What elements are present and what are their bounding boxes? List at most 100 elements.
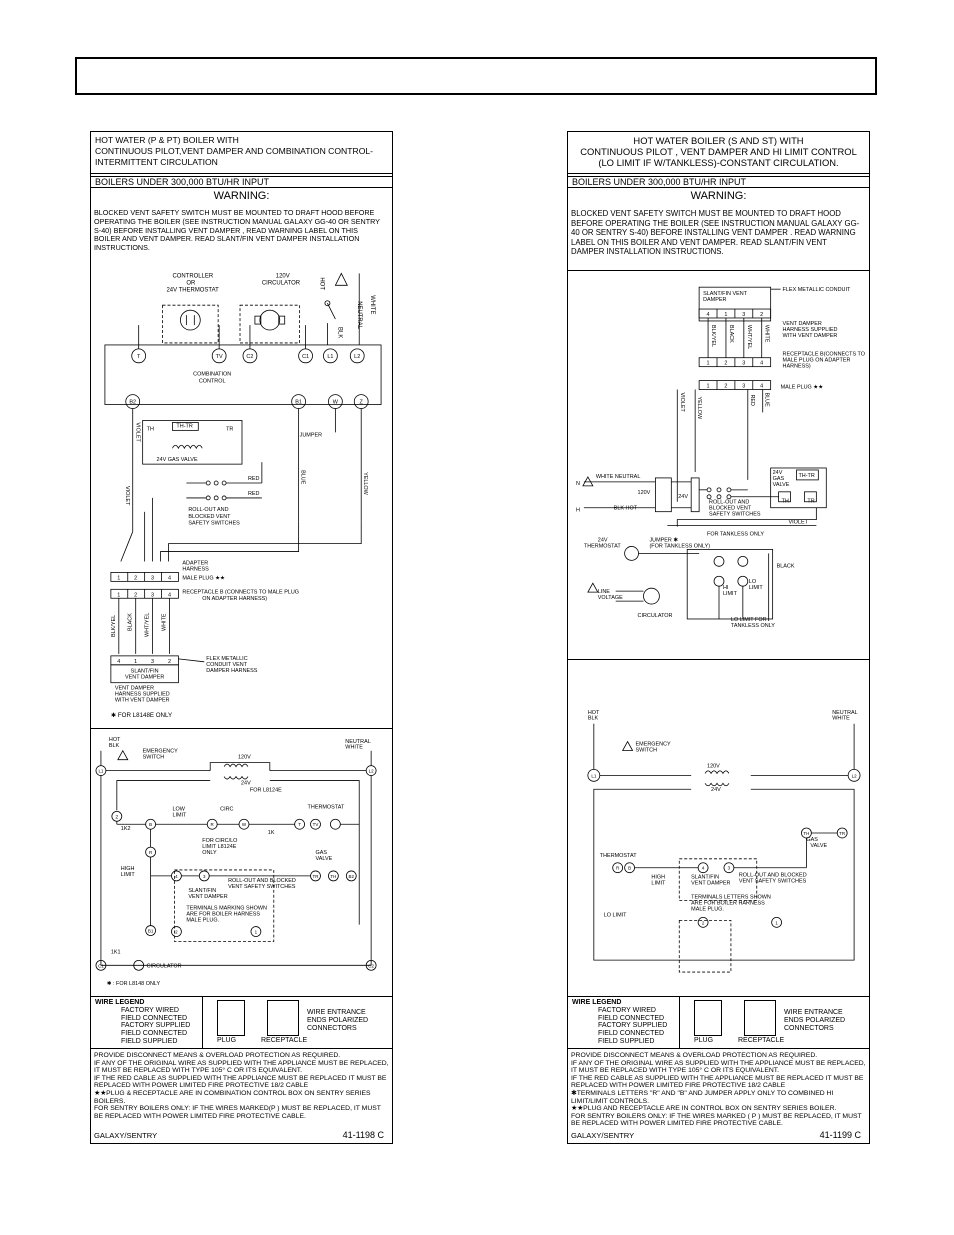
term-l1: L1 xyxy=(327,354,333,360)
gv-thtr: TH-TR xyxy=(176,423,192,429)
wire-entrance-2: ENDS POLARIZED xyxy=(307,1017,369,1024)
svg-text:RECEPTACLE B(CONNECTS TO: RECEPTACLE B(CONNECTS TO xyxy=(783,352,865,358)
svg-text:R: R xyxy=(149,850,153,855)
right-connector-legend: PLUG RECEPTACLE WIRE ENTRANCE ENDS POLAR… xyxy=(684,997,869,1048)
wire-entrance-3: CONNECTORS xyxy=(307,1025,357,1032)
svg-text:3: 3 xyxy=(742,384,745,390)
right-transformer xyxy=(655,477,672,513)
svg-text:EMERGENCY: EMERGENCY xyxy=(636,742,672,748)
svg-text:RED: RED xyxy=(749,394,755,406)
svg-text:HARNESS SUPPLIED: HARNESS SUPPLIED xyxy=(115,692,170,698)
svg-text:ROLL-OUT AND BLOCKED: ROLL-OUT AND BLOCKED xyxy=(228,878,296,884)
svg-text:TERMINALS MARKING SHOWN: TERMINALS MARKING SHOWN xyxy=(186,906,267,912)
right-24v-thermostat-icon xyxy=(624,546,639,561)
r-legend-field-connected: FIELD CONNECTED xyxy=(598,1014,665,1022)
svg-text:3: 3 xyxy=(742,312,745,318)
svg-text:CIRC: CIRC xyxy=(220,806,233,812)
svg-text:GAS: GAS xyxy=(316,850,328,856)
ctrl-label: CONTROLLER xyxy=(172,273,213,279)
blk-label: BLK xyxy=(336,327,342,338)
svg-text:1: 1 xyxy=(707,361,710,367)
svg-text:THERMOSTAT: THERMOSTAT xyxy=(308,804,345,810)
right-slantfin-damper-box xyxy=(698,286,772,322)
svg-text:WHT/YEL: WHT/YEL xyxy=(145,613,151,637)
left-note-2: IF ANY OF THE ORIGINAL WIRE AS SUPPLIED … xyxy=(94,1059,389,1075)
top-terminals xyxy=(131,348,365,364)
svg-text:4: 4 xyxy=(702,866,705,871)
gv-label: 24V GAS VALVE xyxy=(157,457,198,463)
svg-text:VALVE: VALVE xyxy=(773,482,790,488)
right-divider-1 xyxy=(568,659,869,660)
combo-label-2: CONTROL xyxy=(199,379,226,385)
svg-text:2: 2 xyxy=(724,384,727,390)
svg-text:GAS: GAS xyxy=(773,476,785,482)
svg-text:C1: C1 xyxy=(98,963,104,968)
svg-text:BLK: BLK xyxy=(588,716,599,722)
rollout-3: SAFETY SWITCHES xyxy=(188,521,240,527)
svg-text:24V: 24V xyxy=(711,787,721,793)
left-connection-diagram: CONTROLLER OR 24V THERMOSTAT 120V CIRCUL… xyxy=(104,272,382,704)
svg-text:BLUE: BLUE xyxy=(764,392,770,407)
svg-text:4: 4 xyxy=(707,312,710,318)
r-wire-entrance-3: CONNECTORS xyxy=(784,1025,834,1032)
right-panel-title: HOT WATER BOILER (S AND ST) WITH CONTINU… xyxy=(568,132,869,174)
svg-text:LO: LO xyxy=(749,579,756,585)
left-note-4: ★★PLUG & RECEPTACLE ARE IN COMBINATION C… xyxy=(94,1089,371,1105)
svg-text:BLACK: BLACK xyxy=(128,613,134,631)
right-note-2: IF ANY OF THE ORIGINAL WIRE AS SUPPLIED … xyxy=(571,1059,866,1075)
svg-text:MALE PLUG ON ADAPTER: MALE PLUG ON ADAPTER xyxy=(783,358,851,364)
left-footer-brand: GALAXY/SENTRY xyxy=(94,1131,158,1140)
thermostat-icon xyxy=(180,309,201,331)
transformer-primary xyxy=(223,763,249,768)
svg-text:TR: TR xyxy=(313,874,320,879)
plug-icon xyxy=(217,1000,245,1036)
svg-text:BLACK: BLACK xyxy=(777,563,795,569)
svg-text:120V: 120V xyxy=(707,763,720,769)
svg-text:WITH VENT DAMPER: WITH VENT DAMPER xyxy=(783,333,838,339)
svg-text:VALVE: VALVE xyxy=(316,856,333,862)
svg-text:SLANT/FIN: SLANT/FIN xyxy=(131,669,159,675)
svg-text:N: N xyxy=(576,481,580,487)
legend-wire-entrance: WIRE ENTRANCE ENDS POLARIZED CONNECTORS xyxy=(307,1009,368,1033)
svg-text:1: 1 xyxy=(117,592,120,598)
svg-text:WHITE: WHITE xyxy=(764,325,770,343)
right-limit-box xyxy=(686,549,774,620)
svg-text:VENT DAMPER: VENT DAMPER xyxy=(115,686,154,692)
right-footer-brand: GALAXY/SENTRY xyxy=(571,1131,635,1140)
right-note-1: PROVIDE DISCONNECT MEANS & OVERLOAD PROT… xyxy=(571,1052,818,1059)
circulator-dashed-box xyxy=(239,304,301,344)
svg-text:B1: B1 xyxy=(148,929,154,934)
svg-text:1: 1 xyxy=(724,312,727,318)
term-l2: L2 xyxy=(354,354,360,360)
svg-text:SAFETY SWITCHES: SAFETY SWITCHES xyxy=(709,512,761,518)
legend-field-connected-2: FIELD CONNECTED xyxy=(121,1030,188,1038)
svg-text:WHITE NEUTRAL: WHITE NEUTRAL xyxy=(596,474,641,480)
term-t: T xyxy=(137,354,141,360)
svg-text:1K: 1K xyxy=(268,830,275,836)
r-legend-field-connected-2: FIELD CONNECTED xyxy=(598,1030,665,1038)
svg-text:WITH VENT DAMPER: WITH VENT DAMPER xyxy=(115,698,170,704)
violet-label-2: VIOLET xyxy=(124,486,130,506)
svg-text:WHITE: WHITE xyxy=(832,716,850,722)
svg-text:4: 4 xyxy=(168,575,171,581)
red-label-2: RED xyxy=(248,491,260,497)
svg-text:LOW: LOW xyxy=(172,806,185,812)
svg-text:NEUTRAL: NEUTRAL xyxy=(345,739,370,745)
svg-text:VENT DAMPER: VENT DAMPER xyxy=(691,881,730,887)
rollout-switches xyxy=(186,462,263,501)
svg-text:B: B xyxy=(628,866,631,871)
svg-text:L1: L1 xyxy=(98,769,103,774)
svg-text:FLEX METALLIC CONDUIT: FLEX METALLIC CONDUIT xyxy=(783,287,851,293)
combination-control-box xyxy=(104,344,382,405)
left-notes: PROVIDE DISCONNECT MEANS & OVERLOAD PROT… xyxy=(94,1052,389,1120)
gas-valve-coil xyxy=(172,444,203,450)
svg-text:CIRCULATOR: CIRCULATOR xyxy=(147,963,182,969)
svg-text:LO LIMIT: LO LIMIT xyxy=(604,912,627,918)
svg-text:4: 4 xyxy=(760,384,763,390)
r-wire-entrance-1: WIRE ENTRANCE xyxy=(784,1009,843,1016)
right-connection-diagram: SLANT/FIN VENT DAMPER FLEX METALLIC COND… xyxy=(576,286,865,629)
svg-text:HARNESS): HARNESS) xyxy=(783,364,811,370)
r-legend-factory-wired: FACTORY WIRED xyxy=(598,1006,656,1014)
svg-text:SLANT/FIN: SLANT/FIN xyxy=(691,875,719,881)
left-legend-title: WIRE LEGEND xyxy=(95,999,145,1006)
